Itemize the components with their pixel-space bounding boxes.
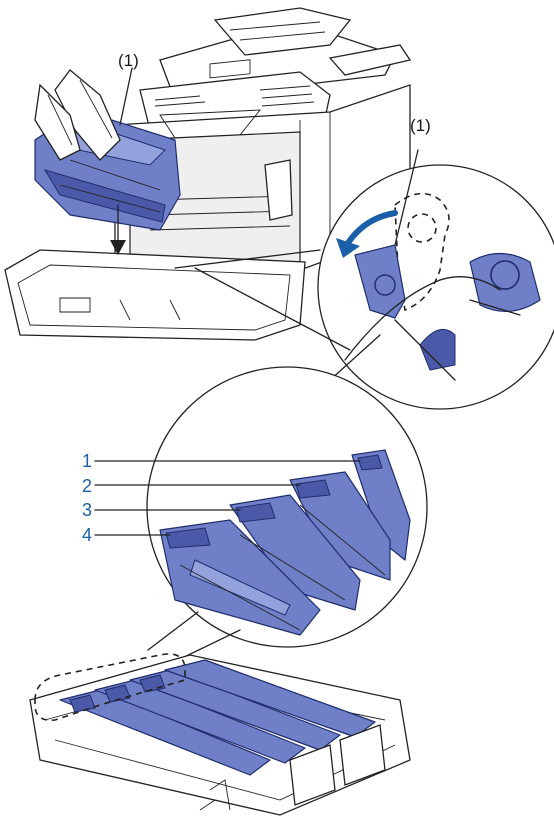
toner-detail-circle	[94, 366, 428, 661]
number-label-3: 3	[82, 500, 92, 520]
number-label-2: 2	[82, 476, 92, 496]
number-label-4: 4	[82, 525, 92, 545]
printer-drawing	[4, 7, 412, 341]
toner-cartridge-2	[289, 471, 391, 581]
lever-detail-circle	[174, 149, 554, 410]
toner-cartridge-4	[159, 519, 321, 636]
number-label-1: 1	[82, 451, 92, 471]
callout-label-top-right: (1)	[410, 116, 431, 135]
drum-unit-bottom	[29, 653, 411, 816]
callout-label-top-left: (1)	[118, 51, 139, 70]
